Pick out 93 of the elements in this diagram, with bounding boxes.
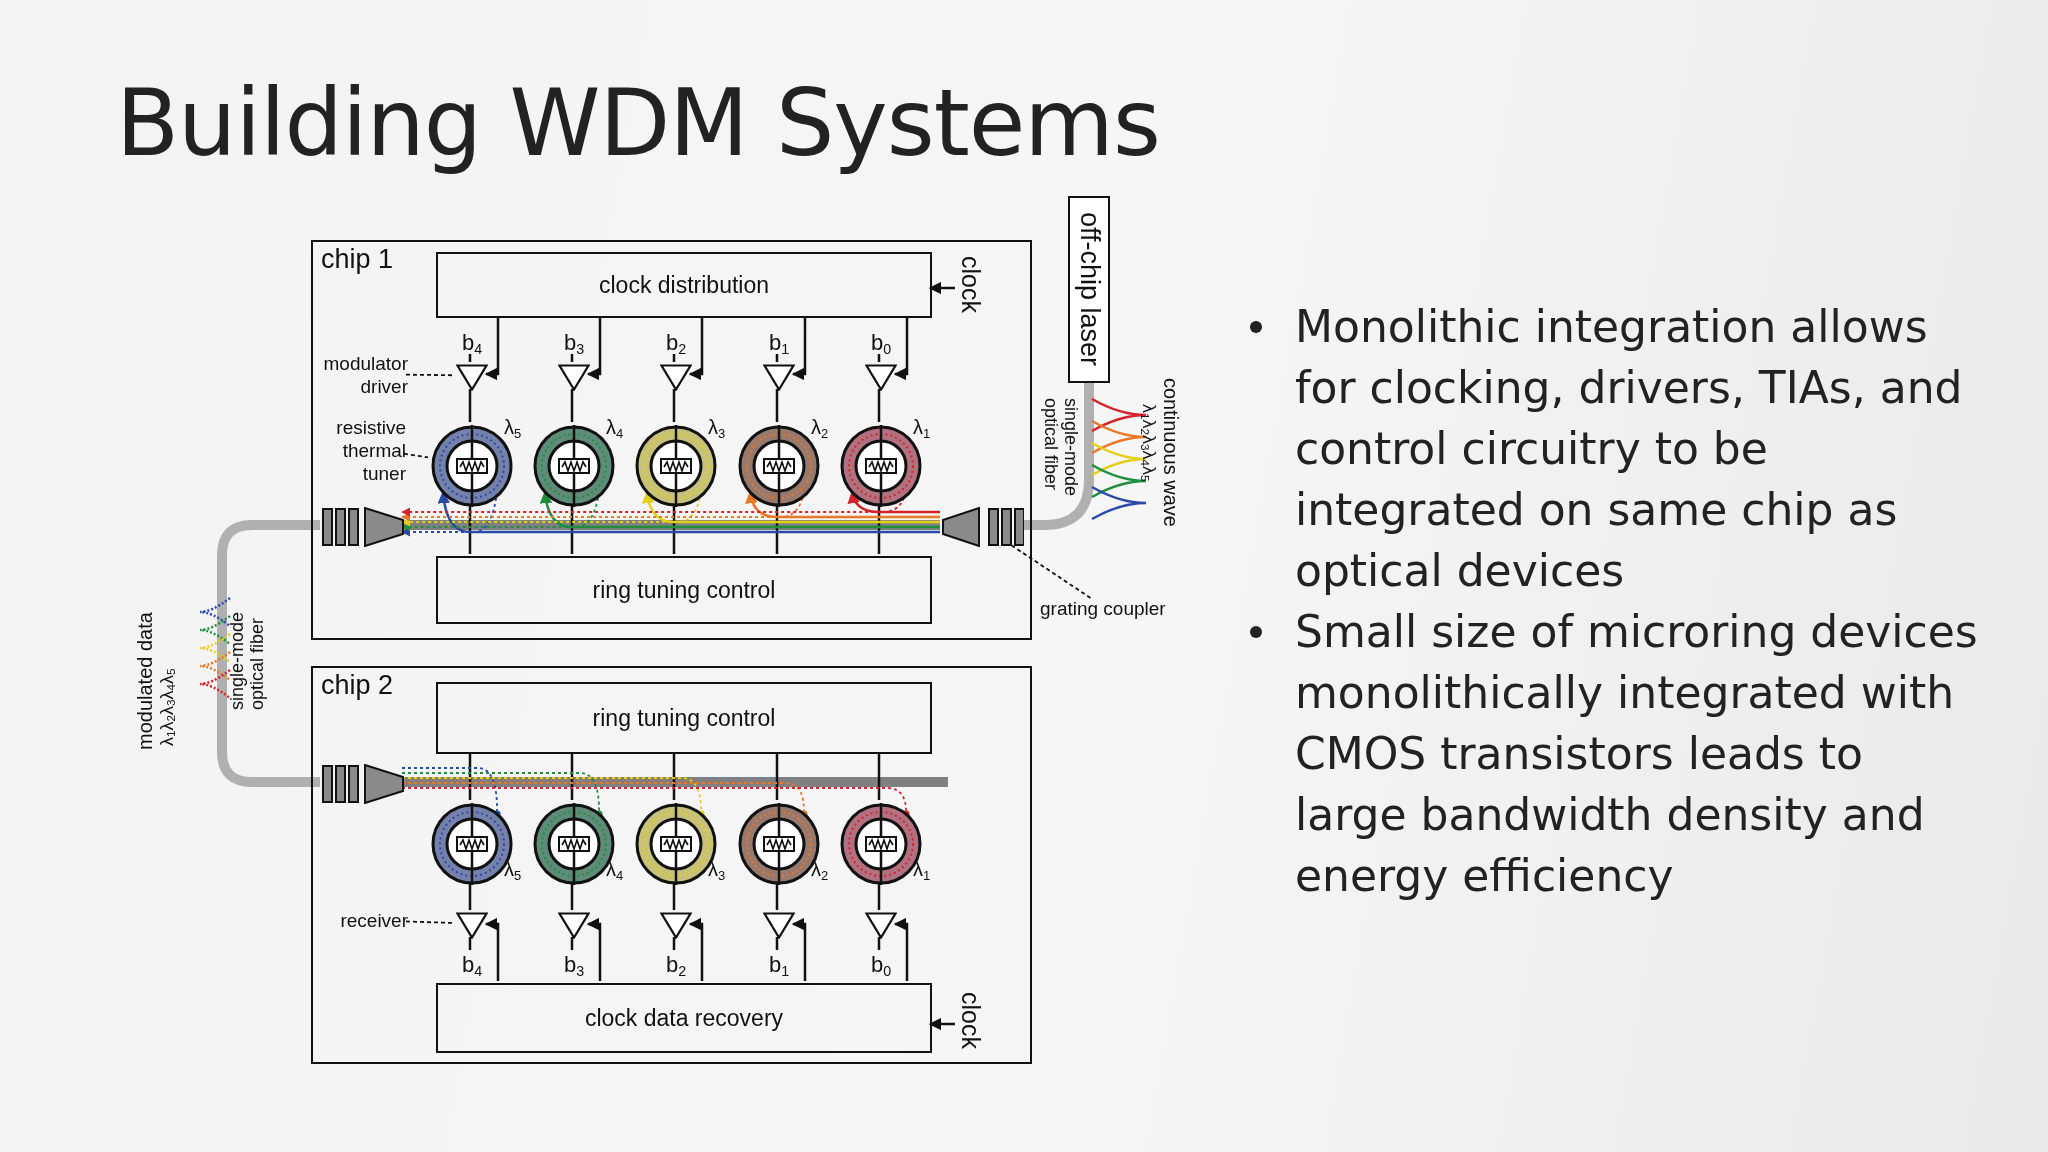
microring-resonator [737, 802, 821, 886]
optical-fiber [402, 777, 948, 787]
microring-resonator [430, 802, 514, 886]
bullet-text: Monolithic integration allows for clocking, drivers, TIAs, and control circuitry to be integrated on same chip as optical devices [1295, 300, 1964, 598]
callout-label: receiver [320, 909, 408, 935]
fiber-label: single-mode optical fiber [228, 610, 268, 710]
wavelength-label: λ$_{5}$ [504, 416, 522, 441]
wavelength-label: λ$_{2}$ [811, 416, 829, 441]
driver-symbol [865, 364, 897, 391]
arrow [893, 917, 909, 981]
arrow [484, 316, 500, 381]
connector-line [877, 389, 881, 422]
microring-resonator [634, 802, 718, 886]
chip-label: chip 1 [321, 244, 394, 275]
connector-line [672, 884, 676, 910]
receiver-symbol [865, 912, 897, 939]
clock-label: clock [957, 256, 985, 324]
arrow [586, 316, 602, 381]
optical-fiber [217, 520, 320, 787]
arrow [893, 316, 909, 381]
callout-label: resistive thermal tuner [320, 416, 406, 482]
connector-line [672, 752, 676, 800]
bit-label: b$_{3}$ [562, 330, 586, 358]
optical-fiber [1022, 383, 1094, 530]
circuit-block: ring tuning control [436, 682, 932, 754]
slide-title: Building WDM Systems [116, 70, 1160, 177]
bullet-text: Small size of microring devices monolithically integrated with CMOS transistors leads to large bandwidth density and energy efficiency [1295, 605, 1979, 903]
driver-symbol [763, 364, 795, 391]
receiver-symbol [763, 912, 795, 939]
bit-label: b$_{1}$ [767, 952, 791, 980]
chip-outline [311, 240, 1032, 640]
connector-line [570, 884, 574, 910]
arrow [688, 917, 704, 981]
bit-label: b$_{1}$ [767, 330, 791, 358]
connector-line [775, 884, 779, 910]
leader-line [403, 452, 429, 459]
spectrum-label: modulated data [134, 611, 156, 750]
arrow [791, 917, 807, 981]
connector-line [570, 752, 574, 800]
microring-resonator [839, 802, 923, 886]
circuit-block: ring tuning control [436, 556, 932, 624]
connector-line [672, 389, 676, 422]
leader-line [405, 920, 455, 924]
bit-label: b$_{0}$ [869, 330, 893, 358]
chip-outline [311, 666, 1032, 1064]
circuit-block: clock distribution [436, 252, 932, 318]
driver-symbol [456, 364, 488, 391]
circuit-block: clock data recovery [436, 983, 932, 1053]
arrow [688, 316, 704, 381]
driver-symbol [660, 364, 692, 391]
arrow [586, 917, 602, 981]
microring-resonator [532, 802, 616, 886]
receiver-symbol [558, 912, 590, 939]
wavelength-label: λ$_{4}$ [606, 416, 624, 441]
connector-line [570, 389, 574, 422]
connector-line [877, 506, 881, 554]
leader-line [405, 373, 455, 377]
bit-label: b$_{4}$ [460, 952, 484, 980]
wavelength-label: λ$_{1}$ [913, 416, 931, 441]
connector-line [775, 752, 779, 800]
spectrum-label: continuous wave [1160, 378, 1182, 529]
bit-label: b$_{2}$ [664, 952, 688, 980]
grating-coupler [322, 764, 404, 804]
wavelength-label: λ$_{3}$ [708, 416, 726, 441]
connector-line [468, 506, 472, 554]
bit-label: b$_{4}$ [460, 330, 484, 358]
optical-fiber [402, 520, 940, 530]
bit-label: b$_{2}$ [664, 330, 688, 358]
arrow [484, 917, 500, 981]
connector-line [468, 752, 472, 800]
fiber-label: single-mode optical fiber [1040, 398, 1080, 499]
connector-line [570, 506, 574, 554]
callout-label: modulator driver [314, 352, 408, 400]
arrow [791, 316, 807, 381]
bit-label: b$_{0}$ [869, 952, 893, 980]
connector-line [877, 752, 881, 800]
connector-line [877, 884, 881, 910]
grating-coupler [322, 507, 404, 547]
laser-block: off-chip laser [1068, 196, 1110, 383]
driver-symbol [558, 364, 590, 391]
connector-line [775, 506, 779, 554]
receiver-symbol [660, 912, 692, 939]
connector-line [672, 506, 676, 554]
clock-label: clock [957, 992, 985, 1060]
callout-label: grating coupler [1040, 598, 1180, 624]
connector-line [468, 884, 472, 910]
connector-line [468, 389, 472, 422]
grating-coupler [942, 507, 1024, 547]
leader-line [1010, 544, 1092, 599]
connector-line [775, 389, 779, 422]
chip-label: chip 2 [321, 670, 394, 701]
receiver-symbol [456, 912, 488, 939]
bit-label: b$_{3}$ [562, 952, 586, 980]
